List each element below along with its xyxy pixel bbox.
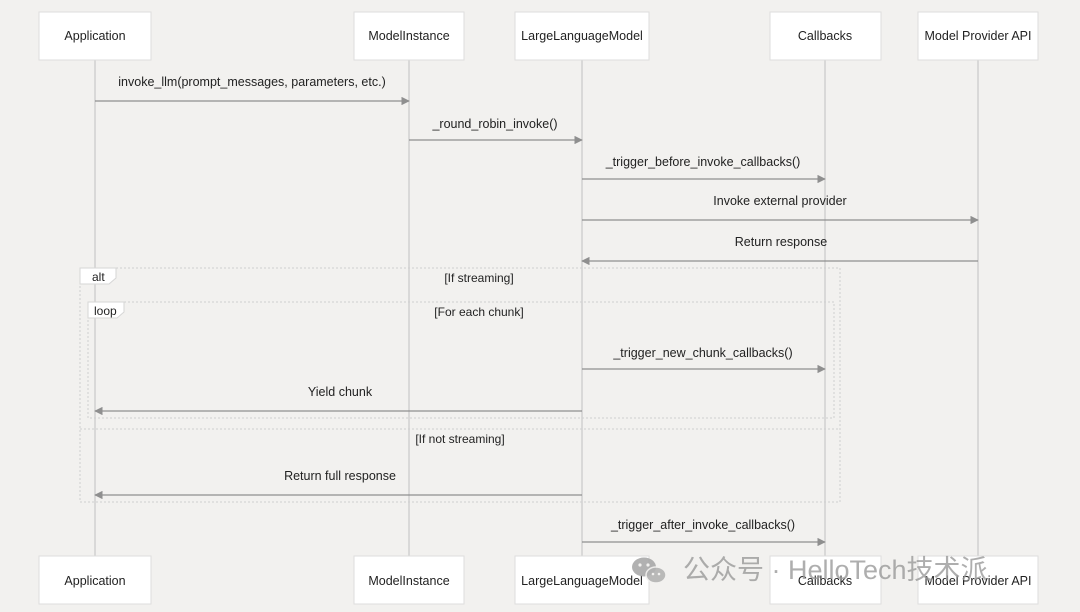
alt-frame-tag-label: alt: [92, 270, 105, 284]
actor-label: LargeLanguageModel: [521, 574, 643, 588]
actor-largelanguagemodel-top[interactable]: LargeLanguageModel: [514, 11, 650, 61]
lifelines: [94, 60, 979, 556]
actor-modelinstance-bottom[interactable]: ModelInstance: [353, 555, 465, 605]
alt-frame-border: [79, 267, 841, 503]
actor-label: Application: [64, 574, 125, 588]
loop-frame-condition: [For each chunk]: [434, 305, 523, 319]
message-label-return-full-response: Return full response: [284, 469, 396, 483]
watermark-text: 公众号 · HelloTech技术派: [683, 555, 988, 585]
loop-frame-border: [87, 301, 835, 419]
message-label-after-invoke-callbacks: _trigger_after_invoke_callbacks(): [610, 518, 795, 532]
actor-largelanguagemodel-bottom[interactable]: LargeLanguageModel: [514, 555, 650, 605]
alt-frame: alt [If streaming] [If not streaming]: [79, 267, 841, 503]
actor-model-provider-api-top[interactable]: Model Provider API: [917, 11, 1039, 61]
watermark: 公众号 · HelloTech技术派: [632, 555, 988, 585]
message-label-round-robin-invoke: _round_robin_invoke(): [431, 117, 557, 131]
message-label-before-invoke-callbacks: _trigger_before_invoke_callbacks(): [605, 155, 801, 169]
loop-frame-tag: [87, 301, 125, 319]
actor-box: [769, 11, 882, 61]
actor-box: [353, 11, 465, 61]
messages: invoke_llm(prompt_messages, parameters, …: [94, 75, 979, 547]
actor-box: [917, 11, 1039, 61]
message-label-invoke-llm: invoke_llm(prompt_messages, parameters, …: [118, 75, 385, 89]
alt-frame-condition: [If streaming]: [444, 271, 513, 285]
actor-label: Callbacks: [798, 29, 852, 43]
actors-bottom: Application ModelInstance LargeLanguageM…: [38, 555, 1039, 605]
actor-box: [38, 555, 152, 605]
loop-frame: loop [For each chunk]: [87, 301, 835, 419]
alt-frame-tag: [79, 267, 117, 285]
actor-box: [38, 11, 152, 61]
actor-application-top[interactable]: Application: [38, 11, 152, 61]
actor-box: [353, 555, 465, 605]
message-label-new-chunk-callbacks: _trigger_new_chunk_callbacks(): [612, 346, 792, 360]
message-label-return-response: Return response: [735, 235, 827, 249]
actor-label: Model Provider API: [925, 574, 1032, 588]
message-label-yield-chunk: Yield chunk: [308, 385, 373, 399]
actor-label: Callbacks: [798, 574, 852, 588]
actor-callbacks-top[interactable]: Callbacks: [769, 11, 882, 61]
actor-label: LargeLanguageModel: [521, 29, 643, 43]
actor-box: [514, 11, 650, 61]
actor-box: [917, 555, 1039, 605]
loop-frame-tag-label: loop: [94, 304, 117, 318]
wechat-icon: [632, 557, 667, 584]
actor-application-bottom[interactable]: Application: [38, 555, 152, 605]
actor-label: Model Provider API: [925, 29, 1032, 43]
actors-top: Application ModelInstance LargeLanguageM…: [38, 11, 1039, 61]
actor-box: [769, 555, 882, 605]
actor-label: Application: [64, 29, 125, 43]
actor-model-provider-api-bottom[interactable]: Model Provider API: [917, 555, 1039, 605]
actor-callbacks-bottom[interactable]: Callbacks: [769, 555, 882, 605]
actor-label: ModelInstance: [368, 574, 449, 588]
actor-box: [514, 555, 650, 605]
alt-frame-else-condition: [If not streaming]: [415, 432, 504, 446]
actor-modelinstance-top[interactable]: ModelInstance: [353, 11, 465, 61]
message-label-invoke-external-provider: Invoke external provider: [713, 194, 846, 208]
actor-label: ModelInstance: [368, 29, 449, 43]
